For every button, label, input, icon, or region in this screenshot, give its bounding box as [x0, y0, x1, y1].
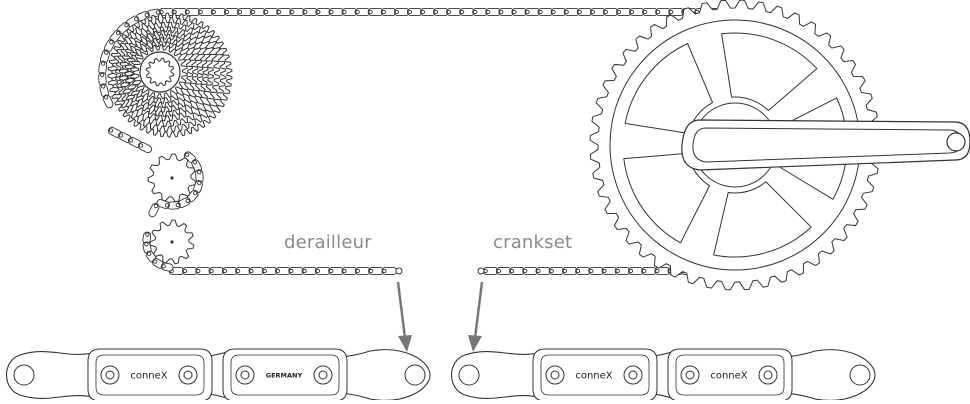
chain-link: [509, 266, 525, 276]
chain-top-run: [158, 7, 737, 17]
chain-link: [177, 197, 191, 208]
chain-link: [328, 7, 345, 17]
chain-link: [393, 7, 410, 17]
chain-link: [627, 266, 644, 276]
jockey-wheel-icon: [147, 153, 197, 203]
chain-link: [146, 8, 162, 18]
chain-link: [575, 266, 592, 276]
cassette-icon: [107, 12, 233, 138]
derailleur-label: derailleur: [284, 232, 372, 253]
chain-link: [419, 7, 436, 17]
link-plate: conneX: [87, 348, 213, 402]
spider-cutout: [624, 43, 714, 134]
chain-link: [522, 266, 539, 276]
chain-link: [263, 7, 280, 17]
chain-link: [148, 202, 160, 218]
chain-link: [275, 266, 291, 276]
chain-link: [102, 94, 114, 109]
chain-link: [381, 266, 398, 276]
chain-link: [341, 266, 358, 276]
link-stamp-text: conneX: [710, 371, 747, 382]
chain-link: [561, 266, 578, 276]
chain-link: [588, 266, 605, 276]
arrow-icon: [396, 281, 412, 352]
chain-link: [485, 7, 502, 17]
connection-link-right: conneX conneX: [451, 348, 876, 402]
chain-link: [601, 266, 618, 276]
spider-cutout: [623, 152, 711, 244]
crankset-label: crankset: [493, 232, 573, 253]
spider-cutout: [721, 32, 818, 112]
chain-link: [235, 266, 252, 276]
chain-link: [641, 266, 658, 276]
chain-link: [99, 83, 110, 98]
chain-link: [589, 7, 606, 17]
crank-arm-icon: [681, 119, 970, 171]
spider-cutout: [713, 181, 812, 258]
jockey-wheel-icon: [149, 219, 195, 265]
chain-link: [250, 7, 266, 17]
link-plate: conneX: [532, 348, 658, 402]
chain-link: [495, 266, 512, 276]
chain-link: [354, 266, 371, 276]
chain-link: [642, 7, 659, 17]
chain-link: [459, 7, 476, 17]
chain-link: [315, 7, 332, 17]
chain-link: [614, 266, 631, 276]
chain-link: [576, 7, 593, 17]
chain-link: [181, 266, 198, 276]
connection-link-left: conneX GERMANY: [6, 348, 431, 402]
arrow-icon: [468, 281, 484, 352]
chain-link: [341, 7, 358, 17]
chain-link: [301, 266, 318, 276]
link-plate: conneX: [667, 348, 793, 402]
chain-link: [314, 266, 331, 276]
link-stamp-text: conneX: [575, 371, 612, 382]
chain-link: [137, 141, 153, 154]
chain-link: [208, 266, 225, 276]
chain-link: [109, 29, 122, 43]
link-plate: GERMANY: [222, 348, 348, 402]
chain-link: [261, 266, 278, 276]
chain-link: [654, 266, 671, 276]
chain-link: [195, 266, 212, 276]
chain-link: [288, 266, 305, 276]
chain-link: [248, 266, 265, 276]
chain-link: [368, 266, 385, 276]
chain-cassette-wrap: [98, 8, 162, 109]
link-stamp-text: GERMANY: [266, 372, 303, 380]
chain-bottom-left-run: [168, 266, 398, 276]
chain-link: [328, 266, 345, 276]
chain-end-left: [395, 267, 403, 275]
chain-link: [221, 266, 238, 276]
chain-end-right: [477, 267, 485, 275]
chain-link: [511, 7, 528, 17]
chain-link: [535, 266, 552, 276]
chain-link: [289, 7, 306, 17]
chain-link: [563, 7, 580, 17]
chain-derailleur-wrap: [107, 126, 204, 272]
chain-link: [548, 266, 565, 276]
chain-link: [184, 7, 201, 17]
chain-link: [482, 266, 499, 276]
chain-link: [166, 201, 181, 210]
link-stamp-text: conneX: [130, 371, 167, 382]
chain-link: [236, 7, 253, 17]
chain-link: [446, 7, 462, 17]
chain-link: [160, 262, 174, 272]
